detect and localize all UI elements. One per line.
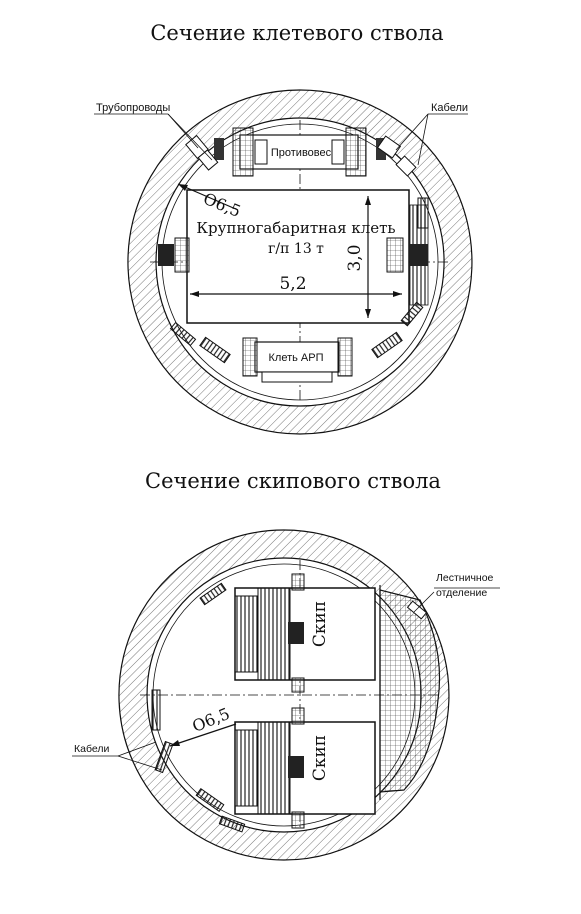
large-cage-label: Крупногабаритная клеть xyxy=(196,219,395,237)
ladder-label-line2: отделение xyxy=(436,587,487,599)
cage-height-label: 3,0 xyxy=(345,244,365,271)
counterweight-label: Противовес xyxy=(271,147,332,159)
skip-diameter-label: О6,5 xyxy=(190,704,233,736)
lower-skip-label: Скип xyxy=(310,735,330,781)
ladder-compartment xyxy=(379,585,441,800)
arp-cage-label: Клеть АРП xyxy=(269,352,324,364)
ladder-label-line1: Лестничное xyxy=(436,572,494,584)
skip-wall-equipment xyxy=(151,582,428,833)
cage-shaft-lining xyxy=(127,89,473,435)
arp-cage: Клеть АРП xyxy=(242,337,353,383)
cage-shaft-section: Сечение клетевого ствола Противовес Кр xyxy=(94,21,473,435)
lower-skip: Скип xyxy=(234,707,376,829)
cables-label-top: Кабели xyxy=(431,102,468,114)
pipelines-label: Трубопроводы xyxy=(96,102,170,114)
cables-label-bottom: Кабели xyxy=(74,743,109,755)
skip-callouts: Лестничное отделение Кабели xyxy=(72,572,500,771)
skip-diameter-dimension: О6,5 xyxy=(169,704,237,747)
cage-shaft-title: Сечение клетевого ствола xyxy=(150,21,443,45)
large-cage-capacity: г/п 13 т xyxy=(268,241,324,257)
upper-skip-label: Скип xyxy=(310,601,330,647)
large-cage: Крупногабаритная клеть г/п 13 т xyxy=(158,189,429,324)
upper-skip: Скип xyxy=(234,573,376,693)
counterweight-assembly: Противовес xyxy=(214,127,386,177)
skip-shaft-title: Сечение скипового ствола xyxy=(145,469,441,493)
skip-shaft-section: Сечение скипового ствола Скип xyxy=(72,469,500,861)
cage-callouts: Трубопроводы Кабели xyxy=(94,102,468,166)
cage-width-label: 5,2 xyxy=(279,274,306,294)
cage-wall-equipment xyxy=(169,134,429,364)
